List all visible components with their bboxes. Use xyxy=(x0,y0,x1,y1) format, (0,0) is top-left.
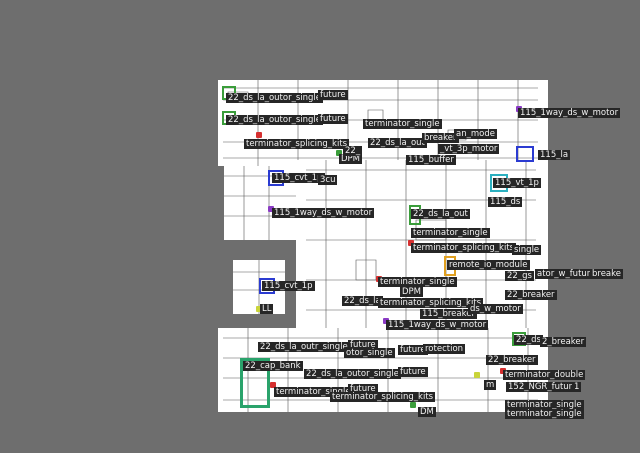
component-label: 22_ds_la_outor_single xyxy=(226,115,323,125)
component-label: future xyxy=(398,367,428,377)
component-label: an_mode xyxy=(454,129,497,139)
component-label: 22_ xyxy=(343,146,363,156)
component-label: future xyxy=(318,114,348,124)
component-label: ds_w_motor xyxy=(468,304,523,314)
component-label: terminator_single xyxy=(505,400,584,410)
component-label: terminator_splicing_kits xyxy=(330,392,436,402)
component-label: 22_ds_la_outor_single xyxy=(226,93,323,103)
symbol-purple xyxy=(268,206,274,212)
component-label: terminator_single xyxy=(363,119,442,129)
component-label: 22_ds_la_outr_single xyxy=(258,342,350,352)
component-label: 115_1way_ds_w_motor xyxy=(272,208,375,218)
component-label: 22_cap_bank xyxy=(243,361,303,371)
component-label: 22_ds xyxy=(514,335,543,345)
component-label: terminator_single xyxy=(411,228,490,238)
component-label: DPM xyxy=(339,154,363,164)
symbol-red xyxy=(256,132,262,138)
component-label: future xyxy=(318,90,348,100)
component-label: rotection xyxy=(423,344,466,354)
component-label: 115_ds xyxy=(488,197,523,207)
component-label: remote_io_module xyxy=(447,260,530,270)
component-label: 152_NGR_future xyxy=(506,382,580,392)
component-box-blue xyxy=(516,146,534,162)
component-label: single xyxy=(512,245,542,255)
symbol-green xyxy=(410,402,416,408)
component-label: terminator_single xyxy=(274,387,353,397)
symbol-red xyxy=(270,382,276,388)
schematic-lines-left xyxy=(224,166,296,240)
component-label: m xyxy=(484,380,497,390)
component-label: ator_w_future xyxy=(535,269,598,279)
component-label: 2_breaker xyxy=(540,337,587,347)
component-label: 115_cvt_1p xyxy=(262,281,315,291)
component-label: terminator_single xyxy=(378,277,457,287)
symbol-yellow xyxy=(474,372,480,378)
symbol-yellow xyxy=(256,306,262,312)
component-label: future xyxy=(398,345,428,355)
component-label: 115_vt_1p xyxy=(493,178,541,188)
component-label: terminator_double xyxy=(503,370,586,380)
symbol-green xyxy=(336,150,342,156)
component-label: terminator_single xyxy=(505,409,584,419)
component-label: 22_breaker xyxy=(505,290,557,300)
component-label: terminator_splicing_kits xyxy=(411,243,517,253)
component-label: 22_ds_la_out xyxy=(411,209,470,219)
component-label: breaker xyxy=(422,133,459,143)
component-label: 22_gs xyxy=(505,271,534,281)
component-label: 22_breaker xyxy=(486,355,538,365)
component-label: terminator_splicing_kits xyxy=(378,298,484,308)
component-label: 3cu xyxy=(318,175,338,185)
component-label: _vt_3p_motor xyxy=(438,144,500,154)
cap-bank-frame xyxy=(240,358,270,408)
component-label: future xyxy=(348,340,378,350)
component-label: DM xyxy=(418,407,436,417)
component-label: otor_single xyxy=(344,348,395,358)
component-label: terminator_splicing_kits xyxy=(244,139,350,149)
component-label: 115_buffer xyxy=(406,155,456,165)
component-label: 22_ds_la_outor_single xyxy=(304,369,401,379)
component-label: 115_1way_ds_w_motor xyxy=(518,108,621,118)
component-label: 115_breaker xyxy=(420,309,477,319)
component-label: 115_1way_ds_w_motor xyxy=(386,320,489,330)
component-label: 115_cvt_1p xyxy=(272,173,325,183)
component-label: breake xyxy=(590,269,623,279)
component-label: future xyxy=(348,384,378,394)
component-label: 115_la xyxy=(538,150,571,160)
component-label: 22_ds_la_out xyxy=(368,138,427,148)
component-label: 1 xyxy=(572,382,582,392)
component-label: 22_ds_la xyxy=(342,296,383,306)
component-label: LL xyxy=(260,304,274,314)
component-label: DPM xyxy=(400,287,424,297)
